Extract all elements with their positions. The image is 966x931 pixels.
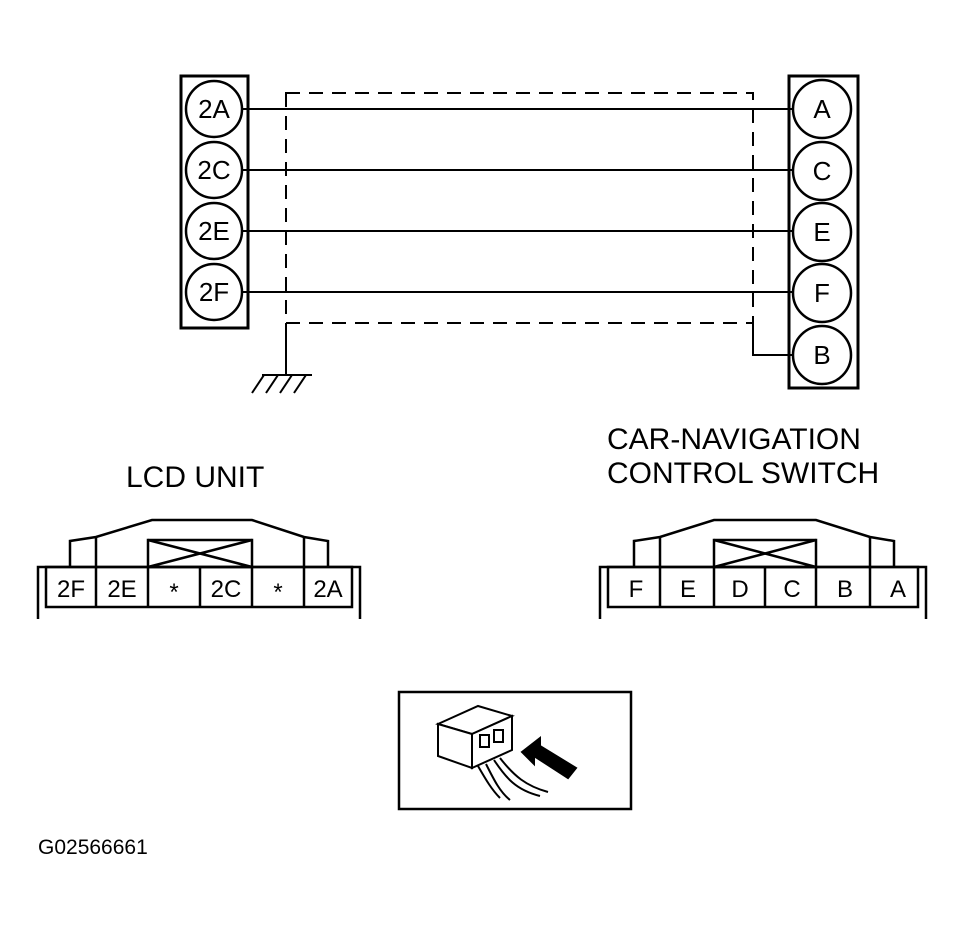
svg-text:2E: 2E: [198, 216, 230, 246]
nav-terminal-C: C: [783, 576, 800, 603]
lcd-unit-title: LCD UNIT: [126, 461, 265, 494]
nav-pin-C: C: [791, 140, 853, 202]
lcd-terminal-unused-1: *: [169, 579, 178, 606]
lcd-terminal-2F: 2F: [57, 576, 85, 603]
nav-terminal-F: F: [629, 576, 644, 603]
nav-connector-face: [598, 518, 928, 619]
probe-illustration-frame: [397, 690, 633, 811]
cable-shield: [285, 92, 754, 324]
nav-terminal-D: D: [731, 576, 748, 603]
nav-pin-E: E: [791, 201, 853, 263]
svg-text:2C: 2C: [197, 155, 230, 185]
ground-icon: [251, 374, 312, 394]
lcd-pin-2E: 2E: [184, 201, 244, 261]
svg-text:E: E: [813, 217, 830, 247]
nav-switch-title-line1: CAR-NAVIGATION: [607, 423, 861, 456]
svg-text:2A: 2A: [198, 94, 230, 124]
nav-terminal-B: B: [837, 576, 853, 603]
nav-switch-title-line2: CONTROL SWITCH: [607, 457, 880, 490]
lcd-terminal-2E: 2E: [107, 576, 136, 603]
figure-id: G02566661: [38, 836, 148, 859]
svg-text:F: F: [814, 278, 830, 308]
harness-connector-probe-icon: [435, 704, 578, 801]
lcd-terminal-unused-2: *: [273, 579, 282, 606]
svg-text:B: B: [813, 340, 830, 370]
svg-text:A: A: [813, 94, 831, 124]
svg-text:C: C: [813, 156, 832, 186]
nav-pin-A: A: [791, 78, 853, 140]
nav-terminal-A: A: [890, 576, 906, 603]
lcd-pin-2C: 2C: [184, 140, 244, 200]
lcd-pin-2A: 2A: [184, 79, 244, 139]
lcd-terminal-2A: 2A: [313, 576, 342, 603]
lcd-terminal-2C: 2C: [211, 576, 242, 603]
shield-drain-wire: [752, 323, 793, 356]
nav-pin-B: B: [791, 324, 853, 386]
svg-text:2F: 2F: [199, 277, 229, 307]
nav-pin-F: F: [791, 262, 853, 324]
lcd-connector-face: [36, 518, 362, 619]
lcd-connector-block: [179, 74, 250, 330]
nav-terminal-E: E: [680, 576, 696, 603]
lcd-pin-2F: 2F: [184, 262, 244, 322]
